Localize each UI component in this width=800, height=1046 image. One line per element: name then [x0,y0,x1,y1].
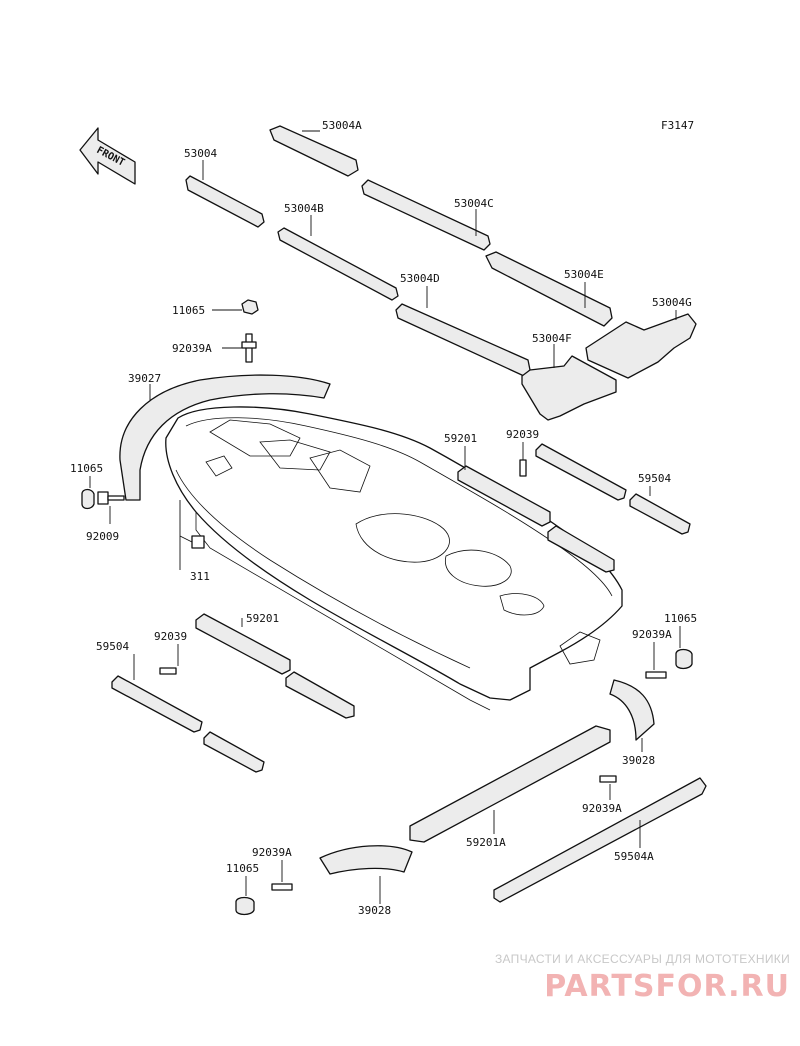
label-311: 311 [190,570,210,583]
label-53004B: 53004B [284,202,324,215]
rail-59201A [409,725,611,843]
mat-pad-53004F [521,355,617,421]
label-92039A-right: 92039A [632,628,672,641]
label-39027: 39027 [128,372,161,385]
cap-11065-right [675,648,693,670]
label-39028-bottom: 39028 [358,904,391,917]
diagram-code: F3147 [661,119,694,132]
part-labels: 53004 53004A 53004B 53004C 53004D 53004E… [70,119,697,917]
pin-92039A-mid [599,775,617,783]
cap-11065-top [241,299,259,315]
label-11065-left: 11065 [70,462,103,475]
label-53004A: 53004A [322,119,362,132]
cap-11065-bottom [235,896,255,916]
mat-pad-53004G [585,313,697,379]
trim-59504A [493,777,707,903]
watermark-logo: PARTSFOR.RU [544,969,790,1004]
label-53004C: 53004C [454,197,494,210]
label-92039A-mid: 92039A [582,802,622,815]
label-53004E: 53004E [564,268,604,281]
label-92039A-bottom: 92039A [252,846,292,859]
label-39028-right: 39028 [622,754,655,767]
bumper-39028-bottom [319,845,413,875]
pin-92039-left [159,667,177,675]
watermark: ЗАПЧАСТИ И АКСЕССУАРЫ ДЛЯ МОТОТЕХНИКИ PA… [495,952,790,1004]
label-53004G: 53004G [652,296,692,309]
pin-92039A-bottom [271,883,293,891]
label-59504-left: 59504 [96,640,129,653]
label-11065-top: 11065 [172,304,205,317]
label-11065-bottom: 11065 [226,862,259,875]
rail-59201-right [457,465,615,573]
trim-59504-right [535,443,691,535]
hull-body [165,406,623,711]
pin-92039-right [519,459,527,477]
bumper-39028-right [609,679,655,741]
mat-pad-53004A [269,125,359,177]
label-92039A-top: 92039A [172,342,212,355]
label-92039-right: 92039 [506,428,539,441]
label-92009: 92009 [86,530,119,543]
label-59504A: 59504A [614,850,654,863]
label-53004: 53004 [184,147,217,160]
rail-59201-left [195,613,355,719]
trim-59504-left [111,675,265,773]
mat-pad-53004C [361,179,491,251]
front-arrow-icon: FRONT [79,127,136,185]
label-11065-right: 11065 [664,612,697,625]
label-59201-left: 59201 [246,612,279,625]
gunwale-39027 [119,374,331,501]
label-53004F: 53004F [532,332,572,345]
screw-92009 [97,491,125,505]
pin-92039A-top [241,333,257,363]
label-59201-right: 59201 [444,432,477,445]
mat-pad-53004D [395,303,531,377]
label-53004D: 53004D [400,272,440,285]
pin-92039A-right [645,671,667,679]
label-59504-right: 59504 [638,472,671,485]
watermark-subtitle: ЗАПЧАСТИ И АКСЕССУАРЫ ДЛЯ МОТОТЕХНИКИ [495,952,790,966]
mat-pad-53004B [277,227,399,301]
mat-pad-53004 [185,175,265,228]
clip-311 [191,535,205,549]
cap-11065-left [81,488,95,510]
mat-pad-53004E [485,251,613,327]
label-59201A: 59201A [466,836,506,849]
label-92039-left: 92039 [154,630,187,643]
leader-lines [89,130,681,904]
